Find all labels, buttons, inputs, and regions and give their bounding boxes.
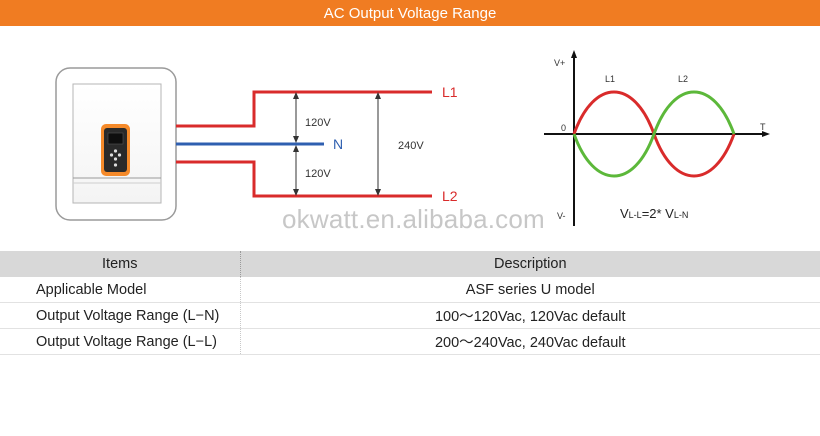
- wire-l1: [176, 90, 432, 128]
- row-description: 100～120Vac, 120Vac default: [240, 302, 820, 329]
- banner-title: AC Output Voltage Range: [323, 4, 497, 22]
- label-total-voltage: 240V: [398, 140, 424, 152]
- row-item: Output Voltage Range (L−N): [0, 302, 241, 329]
- waveform-l2-curve: [572, 90, 736, 178]
- spec-table: Items Description Applicable Model ASF s…: [0, 251, 820, 355]
- label-l2: L2: [442, 188, 458, 204]
- table-row: Output Voltage Range (L−N) 100～120Vac, 1…: [0, 302, 820, 329]
- header-items: Items: [0, 251, 241, 277]
- table-row: Output Voltage Range (L−L) 200～240Vac, 2…: [0, 328, 820, 355]
- row-item: Applicable Model: [0, 277, 241, 303]
- axis-label-t: T: [760, 122, 766, 132]
- axis-label-v-plus: V+: [554, 58, 565, 68]
- wire-l2: [176, 160, 432, 198]
- axis-label-origin: 0: [561, 123, 566, 133]
- watermark-text: okwatt.en.alibaba.com: [282, 204, 545, 234]
- voltage-arrows: [293, 92, 381, 196]
- row-description: 200～240Vac, 240Vac default: [240, 328, 820, 355]
- label-n: N: [333, 136, 343, 152]
- axis-label-v-minus: V-: [557, 211, 566, 221]
- header-description: Description: [240, 251, 820, 277]
- row-description: ASF series U model: [240, 277, 820, 303]
- voltage-formula: VL-L=2* VL-N: [620, 206, 688, 221]
- label-lower-voltage: 120V: [305, 168, 331, 180]
- wiring-diagram: L1 N L2 120V 120V 240V V+ V- T 0 L1 L2 V…: [55, 50, 770, 226]
- wave-label-l2: L2: [678, 74, 688, 84]
- wave-label-l1: L1: [605, 74, 615, 84]
- label-upper-voltage: 120V: [305, 117, 331, 129]
- section-banner: AC Output Voltage Range: [0, 0, 820, 26]
- label-l1: L1: [442, 84, 458, 100]
- table-header-row: Items Description: [0, 251, 820, 277]
- table-row: Applicable Model ASF series U model: [0, 277, 820, 303]
- inverter-device-image: [55, 67, 177, 221]
- row-item: Output Voltage Range (L−L): [0, 328, 241, 355]
